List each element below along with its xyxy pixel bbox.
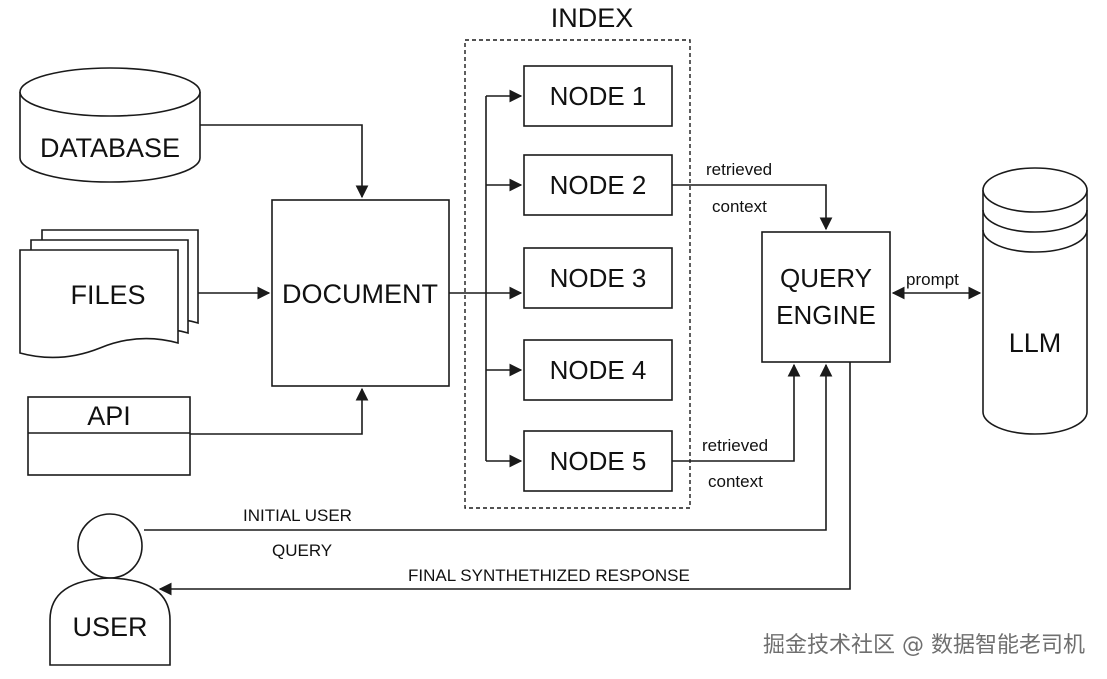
query-engine-node: QUERY ENGINE (761, 231, 891, 363)
node-5: NODE 5 (523, 430, 673, 492)
api-label: API (87, 401, 131, 431)
index-title: INDEX (551, 3, 634, 33)
context-label-top: context (712, 197, 767, 216)
document-label: DOCUMENT (282, 279, 438, 309)
api-node: API (27, 396, 191, 476)
api-to-document-arrow (190, 387, 369, 435)
node-label: NODE 3 (550, 263, 647, 293)
document-node: DOCUMENT (271, 199, 450, 387)
query-label: QUERY (272, 541, 332, 560)
query-engine-label-line2: ENGINE (776, 300, 876, 330)
node-2-to-query-engine-arrow (672, 184, 833, 231)
node-4: NODE 4 (523, 339, 673, 401)
database-label: DATABASE (40, 133, 180, 163)
files-node: FILES (19, 229, 199, 359)
node-label: NODE 2 (550, 170, 647, 200)
prompt-label: prompt (906, 270, 959, 289)
retrieved-label-bottom: retrieved (702, 436, 768, 455)
final-response-label: FINAL SYNTHETHIZED RESPONSE (408, 566, 690, 585)
node-5-to-query-engine-arrow (672, 363, 801, 462)
node-label: NODE 4 (550, 355, 647, 385)
user-query-arrow (144, 363, 833, 531)
llm-label: LLM (1009, 328, 1062, 358)
llm-node: LLM (982, 167, 1088, 435)
node-label: NODE 5 (550, 446, 647, 476)
retrieved-label-top: retrieved (706, 160, 772, 179)
database-node: DATABASE (19, 67, 201, 183)
query-engine-label-line1: QUERY (780, 263, 872, 293)
node-label: NODE 1 (550, 81, 647, 111)
user-label: USER (72, 612, 147, 642)
node-1: NODE 1 (523, 65, 673, 127)
index-container: INDEX (464, 3, 691, 509)
node-3: NODE 3 (523, 247, 673, 309)
final-response-arrow (158, 362, 851, 596)
files-label: FILES (70, 280, 145, 310)
watermark: 掘金技术社区 @ 数据智能老司机 (763, 633, 1085, 658)
database-to-document-arrow (200, 124, 369, 199)
initial-user-label: INITIAL USER (243, 506, 352, 525)
user-node: USER (49, 513, 171, 666)
context-label-bottom: context (708, 472, 763, 491)
node-2: NODE 2 (523, 154, 673, 216)
